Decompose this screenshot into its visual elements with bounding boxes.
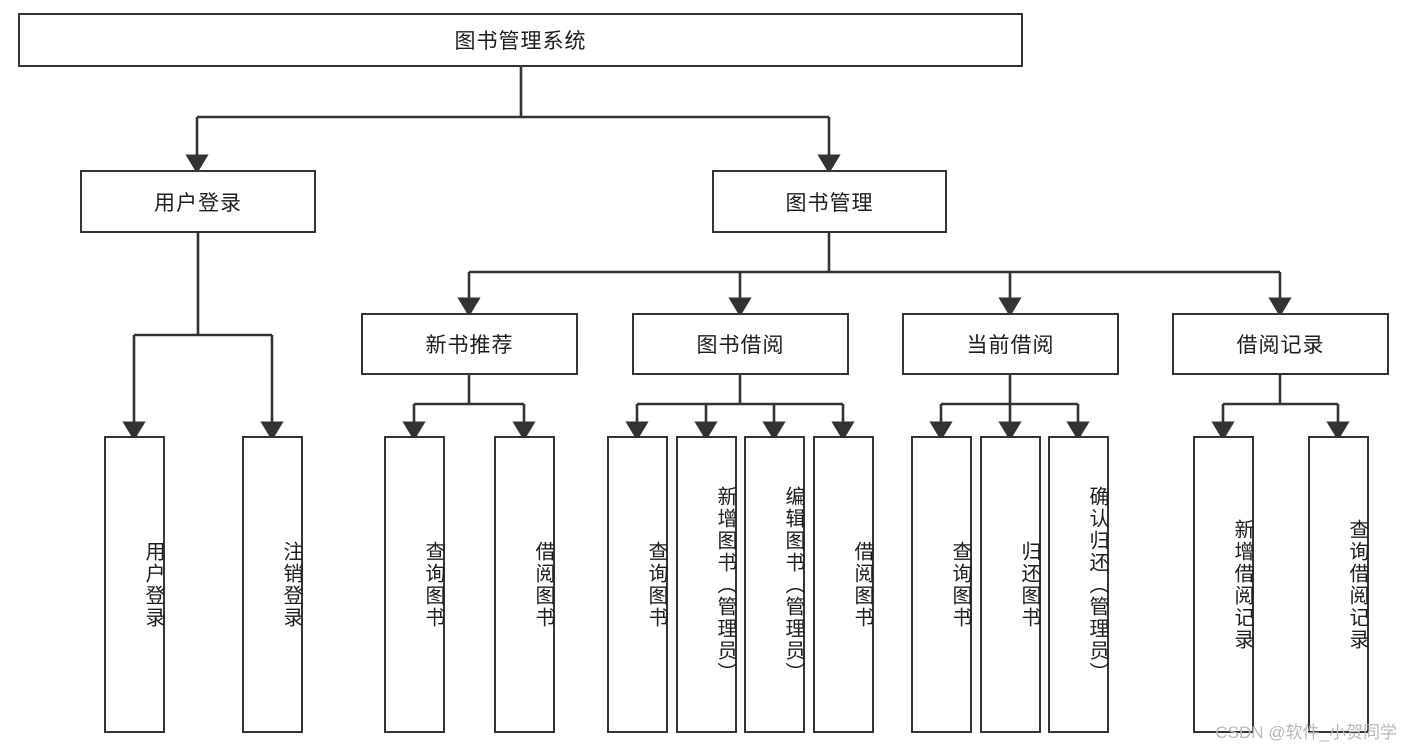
leaf-label: 编辑图书（管理员） <box>782 485 804 684</box>
leaf-label: 借阅图书 <box>532 540 554 629</box>
leaf-confirm-return-admin[interactable]: 确认归还（管理员） <box>1048 436 1109 733</box>
leaf-query-book-borrow[interactable]: 查询图书 <box>607 436 668 733</box>
leaf-label: 借阅图书 <box>851 540 873 629</box>
leaf-add-borrow-record[interactable]: 新增借阅记录 <box>1193 436 1254 733</box>
leaf-return-book[interactable]: 归还图书 <box>980 436 1041 733</box>
watermark-text: CSDN @软件_小贺同学 <box>1215 723 1397 742</box>
leaf-query-book-current[interactable]: 查询图书 <box>911 436 972 733</box>
leaf-label: 归还图书 <box>1018 540 1040 629</box>
leaf-label: 查询借阅记录 <box>1346 518 1368 651</box>
leaf-label: 查询图书 <box>949 540 971 629</box>
node-borrow-records[interactable]: 借阅记录 <box>1172 313 1389 375</box>
node-new-book-recommend[interactable]: 新书推荐 <box>361 313 578 375</box>
leaf-label: 查询图书 <box>645 540 667 629</box>
leaf-user-login[interactable]: 用户登录 <box>104 436 165 733</box>
node-book-management[interactable]: 图书管理 <box>712 170 947 233</box>
node-current-borrow[interactable]: 当前借阅 <box>902 313 1119 375</box>
leaf-label: 用户登录 <box>142 540 164 629</box>
node-root-system[interactable]: 图书管理系统 <box>18 13 1023 67</box>
leaf-add-book-admin[interactable]: 新增图书（管理员） <box>676 436 737 733</box>
leaf-label: 查询图书 <box>422 540 444 629</box>
leaf-borrow-book-recommend[interactable]: 借阅图书 <box>494 436 555 733</box>
leaf-label: 确认归还（管理员） <box>1086 485 1108 684</box>
leaf-query-borrow-record[interactable]: 查询借阅记录 <box>1308 436 1369 733</box>
leaf-logout[interactable]: 注销登录 <box>242 436 303 733</box>
leaf-label: 注销登录 <box>280 540 302 629</box>
leaf-label: 新增借阅记录 <box>1231 518 1253 651</box>
leaf-borrow-book[interactable]: 借阅图书 <box>813 436 874 733</box>
leaf-label: 新增图书（管理员） <box>714 485 736 684</box>
node-user-login[interactable]: 用户登录 <box>80 170 316 233</box>
leaf-query-book-recommend[interactable]: 查询图书 <box>384 436 445 733</box>
leaf-edit-book-admin[interactable]: 编辑图书（管理员） <box>744 436 805 733</box>
node-book-borrow[interactable]: 图书借阅 <box>632 313 849 375</box>
